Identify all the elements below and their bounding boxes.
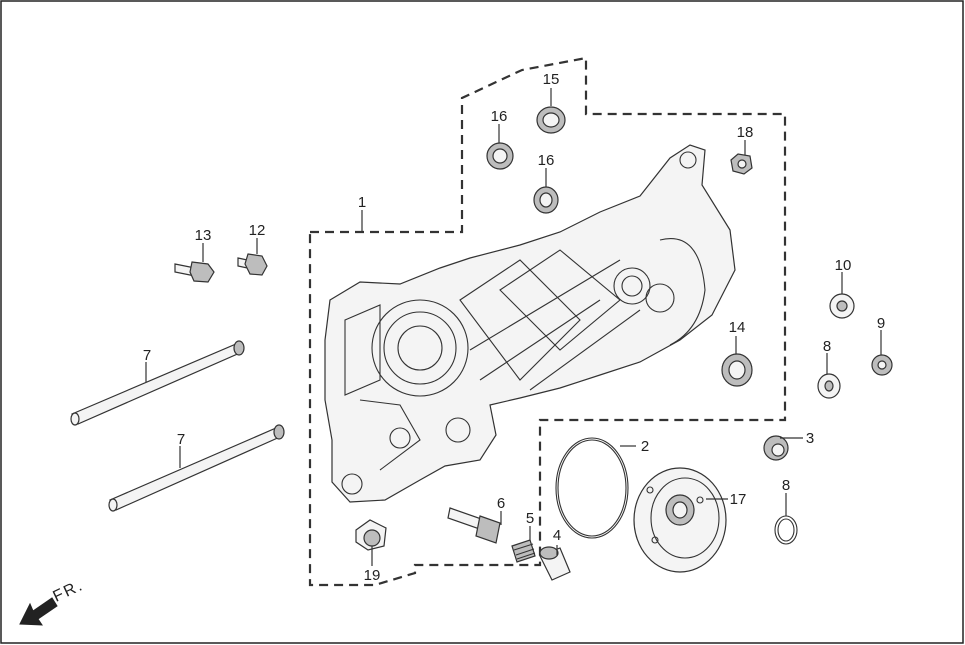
plunger-4 (539, 546, 571, 581)
assembly-boundary (308, 56, 787, 587)
callout-3: 3 (806, 430, 814, 447)
callout-10: 10 (835, 257, 852, 274)
callout-12: 12 (249, 222, 266, 239)
callout-16b: 16 (538, 152, 555, 169)
washer-10 (829, 293, 855, 319)
gasket-2 (555, 437, 629, 539)
long-bolt-7b (108, 424, 285, 512)
spring-5 (511, 539, 536, 563)
bolt-12 (237, 253, 268, 276)
crankcase (324, 144, 736, 503)
callout-19: 19 (364, 567, 381, 584)
callout-9: 9 (877, 315, 885, 332)
bolt-13 (174, 261, 215, 283)
cover-plate-17 (633, 467, 727, 573)
callout-1: 1 (358, 194, 366, 211)
front-direction-arrow-icon: FR. (19, 577, 87, 626)
callout-5: 5 (526, 510, 534, 527)
callout-8a: 8 (823, 338, 831, 355)
bearing-16a (486, 142, 514, 170)
callout-17: 17 (730, 491, 747, 508)
seal-9 (871, 354, 893, 376)
drain-plug-3 (763, 435, 789, 461)
long-bolt-7a (70, 340, 245, 426)
callout-16a: 16 (491, 108, 508, 125)
callout-8b: 8 (782, 477, 790, 494)
callout-13: 13 (195, 227, 212, 244)
callout-7a: 7 (143, 347, 151, 364)
callout-14: 14 (729, 319, 746, 336)
nut-18 (730, 153, 753, 175)
leader-lines (145, 88, 882, 566)
front-direction-label: FR. (51, 577, 87, 606)
callout-4: 4 (553, 527, 561, 544)
callout-6: 6 (497, 495, 505, 512)
bearing-16b (533, 186, 559, 214)
oil-seal-14 (721, 353, 753, 387)
o-ring-8b (774, 515, 798, 545)
washer-8a (817, 373, 841, 399)
callout-18: 18 (737, 124, 754, 141)
callout-15: 15 (543, 71, 560, 88)
callout-7b: 7 (177, 431, 185, 448)
bearing-15 (536, 106, 566, 134)
bushing-19 (355, 519, 387, 551)
shaft-6 (447, 507, 501, 544)
callout-2: 2 (641, 438, 649, 455)
